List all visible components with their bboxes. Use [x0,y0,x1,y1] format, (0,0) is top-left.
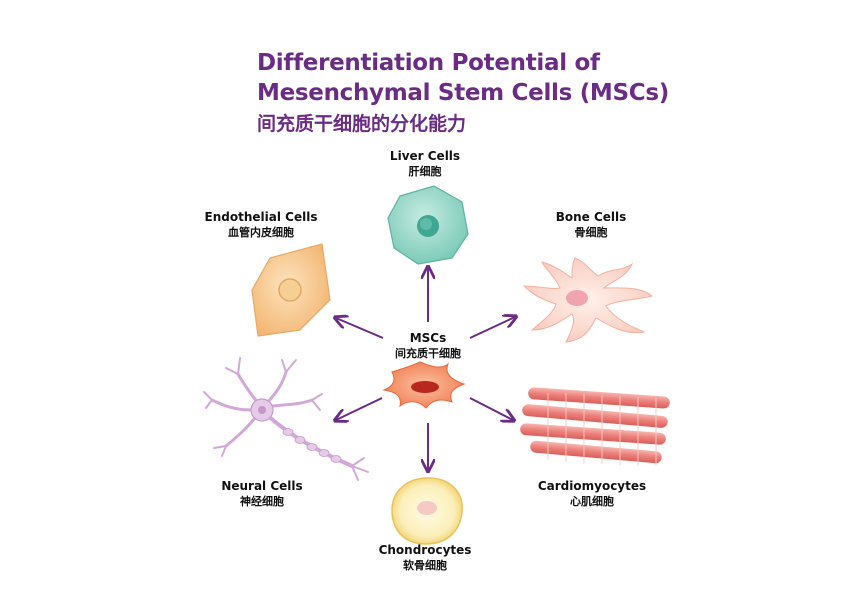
bone-cell [522,257,654,343]
arrow-to-neural [336,397,383,420]
label-chondrocytes: Chondrocytes 软骨细胞 [378,543,472,572]
arrow-to-bone [469,317,515,339]
title-line-2: Mesenchymal Stem Cells (MSCs) [257,80,669,106]
title-chinese: 间充质干细胞的分化能力 [257,113,467,135]
label-liver-cells: Liver Cells 肝细胞 [389,149,461,178]
arrows [336,268,515,470]
chondrocyte [391,477,463,545]
liver-cell [387,185,469,265]
title-block: Differentiation Potential of Mesenchymal… [257,48,817,138]
label-bone-cells: Bone Cells 骨细胞 [555,210,627,239]
label-neural-cells: Neural Cells 神经细胞 [221,479,303,508]
cardio-fiber-1 [528,387,670,409]
arrow-to-cardio [469,397,513,420]
cardio-fiber-3 [520,423,666,445]
label-mscs: MSCs 间充质干细胞 [395,331,461,360]
label-endothelial-cells: Endothelial Cells 血管内皮细胞 [204,210,318,239]
cardiomyocytes [520,387,670,466]
endothelial-cell [251,243,331,337]
arrow-to-endothelial [336,318,384,339]
label-cardiomyocytes: Cardiomyocytes 心肌细胞 [537,479,647,508]
neural-cell [203,357,369,481]
cardio-fiber-4 [530,440,662,464]
msc-cell [382,361,466,409]
title-line-1: Differentiation Potential of [257,50,600,76]
cardio-fiber-2 [522,404,668,428]
